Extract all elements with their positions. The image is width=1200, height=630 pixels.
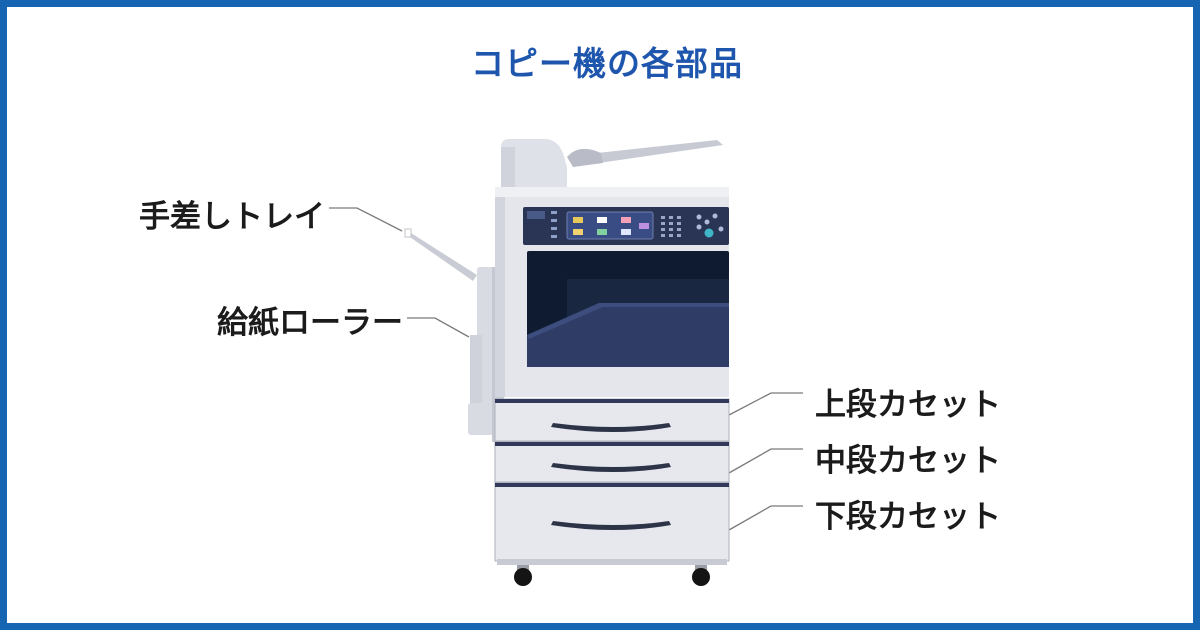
copier-base <box>497 559 727 586</box>
document-feeder <box>501 139 567 197</box>
cassette-lower <box>494 482 730 562</box>
diagram-title: コピー機の各部品 <box>471 44 743 83</box>
label-upper-cassette: 上段カセット <box>815 387 1001 423</box>
control-panel <box>523 207 729 245</box>
leader-lines <box>329 207 803 531</box>
label-middle-cassette: 中段カセット <box>815 443 1001 479</box>
copier-illustration <box>329 139 803 586</box>
leader-line-lower-cassette <box>728 505 803 531</box>
label-feed-roller: 給紙ローラー <box>217 305 403 341</box>
leader-line-manual-tray <box>329 207 403 232</box>
document-feeder-arm <box>567 140 723 167</box>
label-lower-cassette: 下段カセット <box>815 499 1001 535</box>
cassette-middle <box>494 441 730 483</box>
label-manual-tray: 手差しトレイ <box>139 199 325 235</box>
output-bay <box>527 251 729 367</box>
manual-tray <box>404 228 477 281</box>
cassette-upper <box>494 398 730 442</box>
leader-line-feed-roller <box>407 317 470 338</box>
leader-line-middle-cassette <box>728 448 803 474</box>
leader-line-upper-cassette <box>728 392 803 416</box>
